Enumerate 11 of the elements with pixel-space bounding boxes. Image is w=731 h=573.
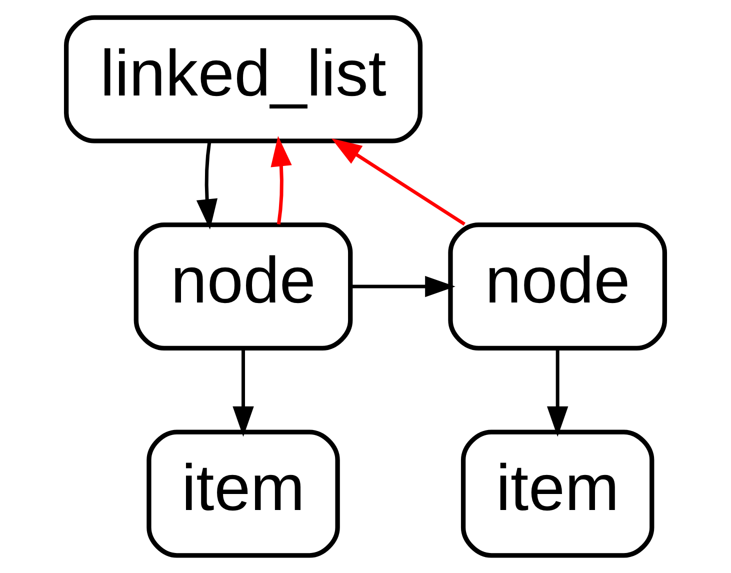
- arrow: [196, 141, 218, 230]
- node-box: item: [146, 430, 340, 558]
- arrow: [546, 348, 568, 437]
- node-box: linked_list: [64, 15, 423, 144]
- arrow: [331, 138, 466, 226]
- arrow: [232, 348, 254, 437]
- node-box: item: [460, 430, 654, 558]
- arrow: [270, 136, 292, 224]
- node-box: node: [448, 222, 668, 351]
- arrow: [350, 276, 456, 298]
- node-box: node: [134, 222, 353, 351]
